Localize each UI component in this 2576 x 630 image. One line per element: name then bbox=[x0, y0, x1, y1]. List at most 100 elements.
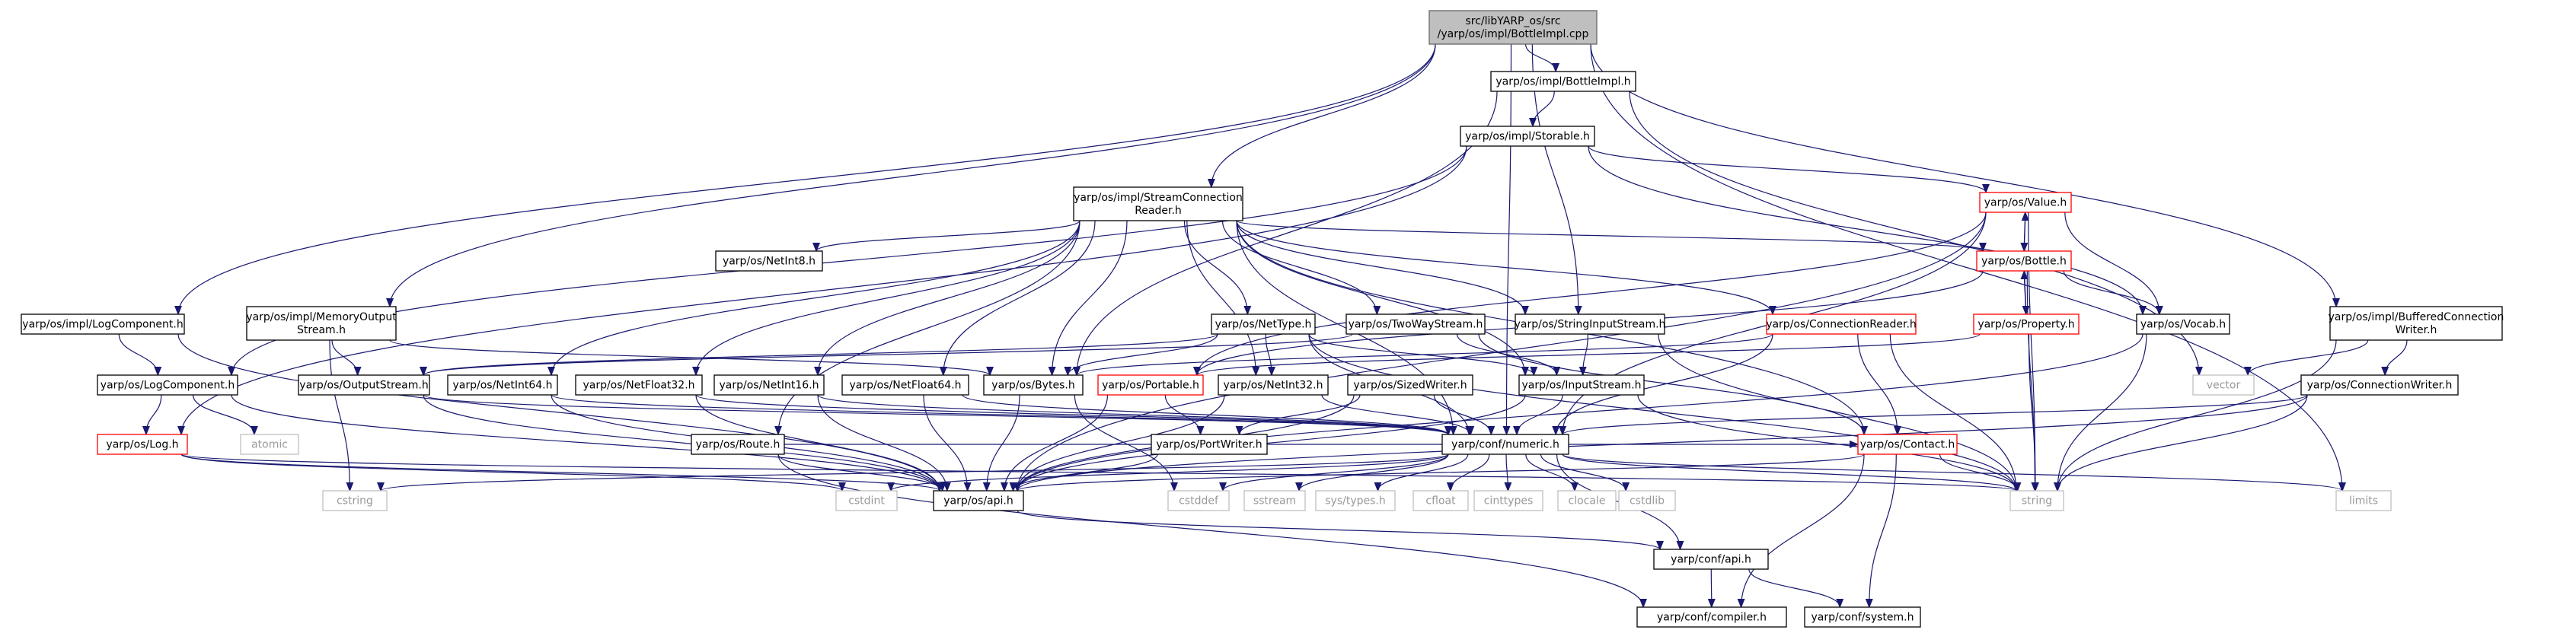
node-label: clocale bbox=[1569, 495, 1606, 508]
node-system_h[interactable]: yarp/conf/system.h bbox=[1804, 606, 1921, 628]
node-label: yarp/os/impl/MemoryOutput bbox=[246, 311, 397, 323]
node-inputstream_h[interactable]: yarp/os/InputStream.h bbox=[1518, 374, 1645, 396]
node-confapi_h[interactable]: yarp/conf/api.h bbox=[1653, 549, 1769, 570]
node-box bbox=[1557, 490, 1617, 511]
node-box bbox=[1211, 313, 1316, 335]
node-label: Reader.h bbox=[1135, 205, 1182, 217]
node-netfloat64_h[interactable]: yarp/os/NetFloat64.h bbox=[841, 374, 969, 396]
edge-numeric_h-to-cinttypes bbox=[1506, 453, 1508, 491]
edge-scr_h-to-netfloat64_h bbox=[943, 220, 1096, 375]
node-box bbox=[21, 313, 185, 335]
edge-numeric_h-to-clocale bbox=[1525, 453, 1575, 492]
node-property_h[interactable]: yarp/os/Property.h bbox=[1973, 313, 2080, 335]
edge-connreader_h-to-contact_h bbox=[1857, 333, 1898, 434]
node-box bbox=[1636, 606, 1787, 628]
node-compiler_h[interactable]: yarp/conf/compiler.h bbox=[1636, 606, 1787, 628]
edge-scr_h-to-numeric_h bbox=[1236, 220, 1454, 434]
node-label: yarp/os/api.h bbox=[943, 495, 1013, 508]
edge-netint16_h-to-api_h bbox=[817, 394, 947, 491]
edge-bytes_h-to-api_h bbox=[987, 394, 1020, 491]
edge-numeric_h-to-cfloat bbox=[1451, 453, 1490, 492]
node-label: yarp/os/impl/Storable.h bbox=[1465, 131, 1590, 143]
edge-netfloat32_h-to-numeric_h bbox=[695, 394, 1448, 435]
edge-netint64_h-to-numeric_h bbox=[551, 394, 1448, 435]
edge-netfloat32_h-to-api_h bbox=[695, 394, 940, 491]
node-box bbox=[1490, 71, 1636, 92]
node-netint8_h[interactable]: yarp/os/NetInt8.h bbox=[715, 250, 823, 272]
edge-storable_h-to-value_h bbox=[1588, 145, 1986, 193]
edge-memout_h-to-outputstream_h bbox=[331, 339, 358, 376]
edge-log_h-to-api_h bbox=[180, 453, 940, 492]
node-logcomp_impl_h[interactable]: yarp/os/impl/LogComponent.h bbox=[21, 313, 185, 335]
edge-connwriter_h-to-string bbox=[2057, 394, 2308, 491]
node-label: /yarp/os/impl/BottleImpl.cpp bbox=[1438, 28, 1589, 40]
node-storable_h[interactable]: yarp/os/impl/Storable.h bbox=[1460, 126, 1595, 147]
node-netint16_h[interactable]: yarp/os/NetInt16.h bbox=[713, 374, 825, 396]
node-label: yarp/os/Bytes.h bbox=[991, 380, 1074, 392]
node-connwriter_h[interactable]: yarp/os/ConnectionWriter.h bbox=[2300, 374, 2459, 396]
edge-sizedwriter_h-to-numeric_h bbox=[1433, 394, 1491, 435]
node-box bbox=[835, 490, 898, 511]
edge-scr_h-to-connreader_h bbox=[1236, 220, 1773, 314]
node-log_h[interactable]: yarp/os/Log.h bbox=[97, 434, 188, 455]
node-label: yarp/os/TwoWayStream.h bbox=[1349, 319, 1483, 331]
node-box bbox=[97, 434, 188, 455]
edge-numeric_h-to-sstream bbox=[1299, 453, 1449, 492]
edge-bottleimpl_h-to-storable_h bbox=[1533, 91, 1555, 127]
node-sizedwriter_h[interactable]: yarp/os/SizedWriter.h bbox=[1347, 374, 1473, 396]
node-box bbox=[715, 250, 823, 272]
node-box bbox=[1460, 126, 1595, 147]
node-api_h[interactable]: yarp/os/api.h bbox=[933, 490, 1024, 511]
edge-value_h-to-vocab_h bbox=[2064, 212, 2159, 314]
node-label: yarp/os/OutputStream.h bbox=[299, 380, 428, 392]
node-label: cstdlib bbox=[1630, 495, 1665, 508]
edge-connreader_h-to-bytes_h bbox=[1077, 333, 1773, 376]
node-vocab_h[interactable]: yarp/os/Vocab.h bbox=[2136, 313, 2230, 335]
node-outputstream_h[interactable]: yarp/os/OutputStream.h bbox=[298, 374, 430, 396]
node-label: atomic bbox=[251, 439, 288, 451]
node-box bbox=[1515, 313, 1665, 335]
node-label: cstddef bbox=[1179, 495, 1219, 508]
node-contact_h[interactable]: yarp/os/Contact.h bbox=[1857, 434, 1958, 455]
node-bottleimpl_h[interactable]: yarp/os/impl/BottleImpl.h bbox=[1490, 71, 1636, 92]
edge-logcomp_h-to-log_h bbox=[146, 394, 162, 434]
edge-bufconnwriter_h-to-connwriter_h bbox=[2385, 339, 2408, 376]
edge-numeric_h-to-cstdlib bbox=[1540, 453, 1626, 492]
node-box bbox=[575, 374, 703, 396]
node-limits: limits bbox=[2335, 490, 2392, 511]
node-portwriter_h[interactable]: yarp/os/PortWriter.h bbox=[1151, 434, 1268, 455]
node-stringinput_h[interactable]: yarp/os/StringInputStream.h bbox=[1515, 313, 1666, 335]
node-label: yarp/os/impl/StreamConnection bbox=[1074, 192, 1243, 204]
node-cfloat: cfloat bbox=[1412, 490, 1469, 511]
edge-value_h-to-api_h bbox=[1017, 212, 1987, 491]
edge-connreader_h-to-numeric_h bbox=[1556, 333, 1773, 434]
node-cstring: cstring bbox=[322, 490, 388, 511]
edge-bufconnwriter_h-to-vector bbox=[2248, 339, 2369, 376]
node-label: yarp/os/ConnectionReader.h bbox=[1766, 319, 1917, 331]
node-nettype_h[interactable]: yarp/os/NetType.h bbox=[1211, 313, 1316, 335]
node-label: yarp/os/Property.h bbox=[1977, 319, 2074, 331]
node-route_h[interactable]: yarp/os/Route.h bbox=[691, 434, 785, 455]
node-netint32_h[interactable]: yarp/os/NetInt32.h bbox=[1218, 374, 1329, 396]
edge-scr_h-to-netint16_h bbox=[818, 220, 1081, 375]
node-portable_h[interactable]: yarp/os/Portable.h bbox=[1097, 374, 1204, 396]
node-bottle_h[interactable]: yarp/os/Bottle.h bbox=[1976, 250, 2072, 272]
node-numeric_h[interactable]: yarp/conf/numeric.h bbox=[1441, 434, 1569, 455]
node-sstream: sstream bbox=[1243, 490, 1306, 511]
node-bytes_h[interactable]: yarp/os/Bytes.h bbox=[983, 374, 1084, 396]
node-connreader_h[interactable]: yarp/os/ConnectionReader.h bbox=[1766, 313, 1917, 335]
node-value_h[interactable]: yarp/os/Value.h bbox=[1979, 192, 2072, 213]
edge-bottle_h-to-string bbox=[2026, 270, 2035, 491]
node-netint64_h[interactable]: yarp/os/NetInt64.h bbox=[447, 374, 558, 396]
edge-vocab_h-to-api_h bbox=[1017, 333, 2143, 491]
node-label: yarp/os/Value.h bbox=[1984, 197, 2067, 209]
node-label: yarp/os/NetInt8.h bbox=[723, 256, 816, 268]
node-netfloat32_h[interactable]: yarp/os/NetFloat32.h bbox=[575, 374, 703, 396]
node-box bbox=[933, 490, 1024, 511]
node-twoway_h[interactable]: yarp/os/TwoWayStream.h bbox=[1345, 313, 1486, 335]
node-logcomp_h[interactable]: yarp/os/LogComponent.h bbox=[97, 374, 238, 396]
node-box bbox=[1973, 313, 2080, 335]
